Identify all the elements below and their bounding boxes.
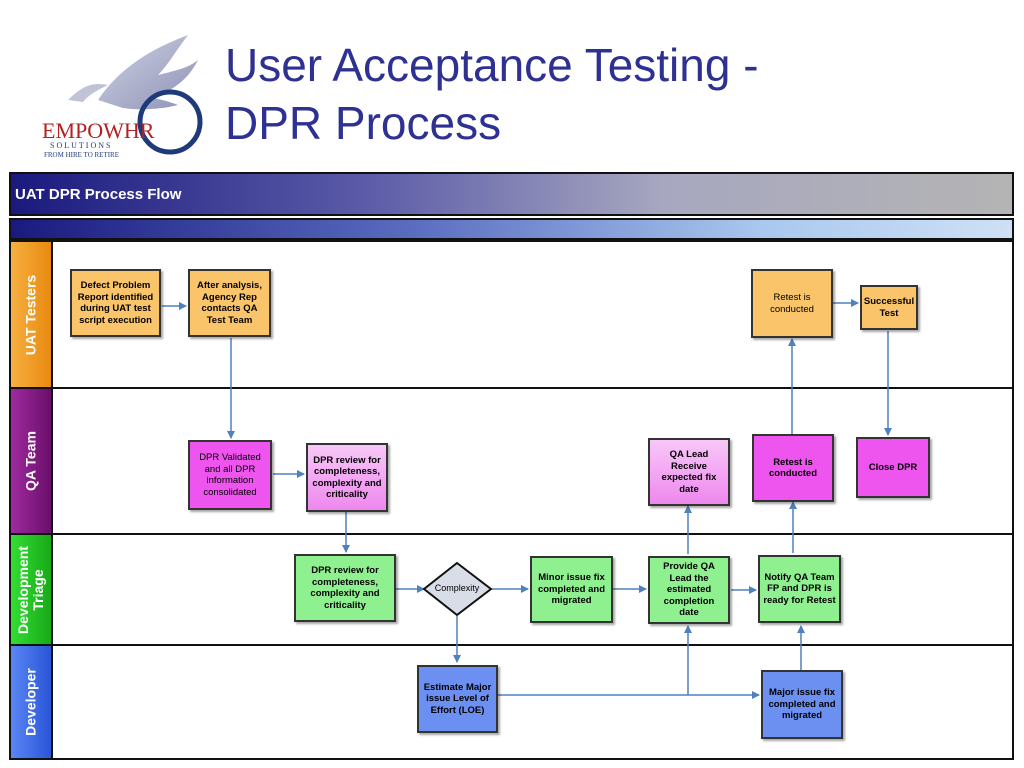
process-flow-diagram: UAT DPR Process Flow UAT Testers QA Team… (9, 172, 1014, 760)
empowhr-logo: EMPOWHR SOLUTIONS FROM HIRE TO RETIRE (38, 30, 210, 160)
lane-title-uat-testers: UAT Testers (22, 274, 39, 355)
box-dpr-review-triage: DPR review for completeness, complexity … (294, 554, 396, 622)
box-successful-test: Successful Test (860, 285, 918, 330)
flow-title: UAT DPR Process Flow (15, 186, 182, 203)
box-dpr-validated: DPR Validated and all DPR information co… (188, 440, 272, 510)
logo-brand-text: EMPOWHR (42, 118, 155, 143)
box-retest-qa: Retest is conducted (752, 434, 834, 502)
lane-title-dev-triage-line1: Development (15, 545, 31, 634)
box-retest-uat: Retest is conducted (751, 269, 833, 338)
lane-developer: Developer (9, 644, 1014, 760)
box-qa-lead-receive: QA Lead Receive expected fix date (648, 438, 730, 506)
box-defect-identified: Defect Problem Report identified during … (70, 269, 161, 337)
lane-label-development-triage: Development Triage (11, 535, 53, 644)
page-title: User Acceptance Testing - DPR Process (225, 36, 985, 152)
complexity-label: Complexity (434, 583, 480, 593)
box-dpr-review-qa: DPR review for completeness, complexity … (306, 443, 388, 512)
lane-development-triage: Development Triage (9, 533, 1014, 646)
box-notify-qa-team: Notify QA Team FP and DPR is ready for R… (758, 555, 841, 623)
logo-tagline-text: FROM HIRE TO RETIRE (44, 151, 119, 159)
flow-header-bar: UAT DPR Process Flow (9, 172, 1014, 216)
box-close-dpr: Close DPR (856, 437, 930, 498)
title-line-2: DPR Process (225, 97, 502, 149)
title-line-1: User Acceptance Testing - (225, 39, 759, 91)
logo-sub-text: SOLUTIONS (50, 141, 112, 150)
lane-uat-testers: UAT Testers (9, 240, 1014, 389)
lane-label-qa-team: QA Team (11, 389, 53, 533)
lane-title-developer: Developer (22, 668, 39, 736)
box-agency-rep-contacts: After analysis, Agency Rep contacts QA T… (188, 269, 271, 337)
box-minor-issue-fix: Minor issue fix completed and migrated (530, 556, 613, 623)
lane-title-qa-team: QA Team (22, 431, 39, 491)
lane-title-dev-triage-line2: Triage (30, 568, 46, 611)
lane-label-uat-testers: UAT Testers (11, 242, 53, 387)
lane-title-development-triage: Development Triage (15, 545, 46, 634)
box-estimate-major-issue: Estimate Major issue Level of Effort (LO… (417, 665, 498, 733)
box-major-issue-fix: Major issue fix completed and migrated (761, 670, 843, 739)
box-provide-qa-lead: Provide QA Lead the estimated completion… (648, 556, 730, 624)
flow-subheader-bar (9, 218, 1014, 240)
lane-label-developer: Developer (11, 646, 53, 758)
